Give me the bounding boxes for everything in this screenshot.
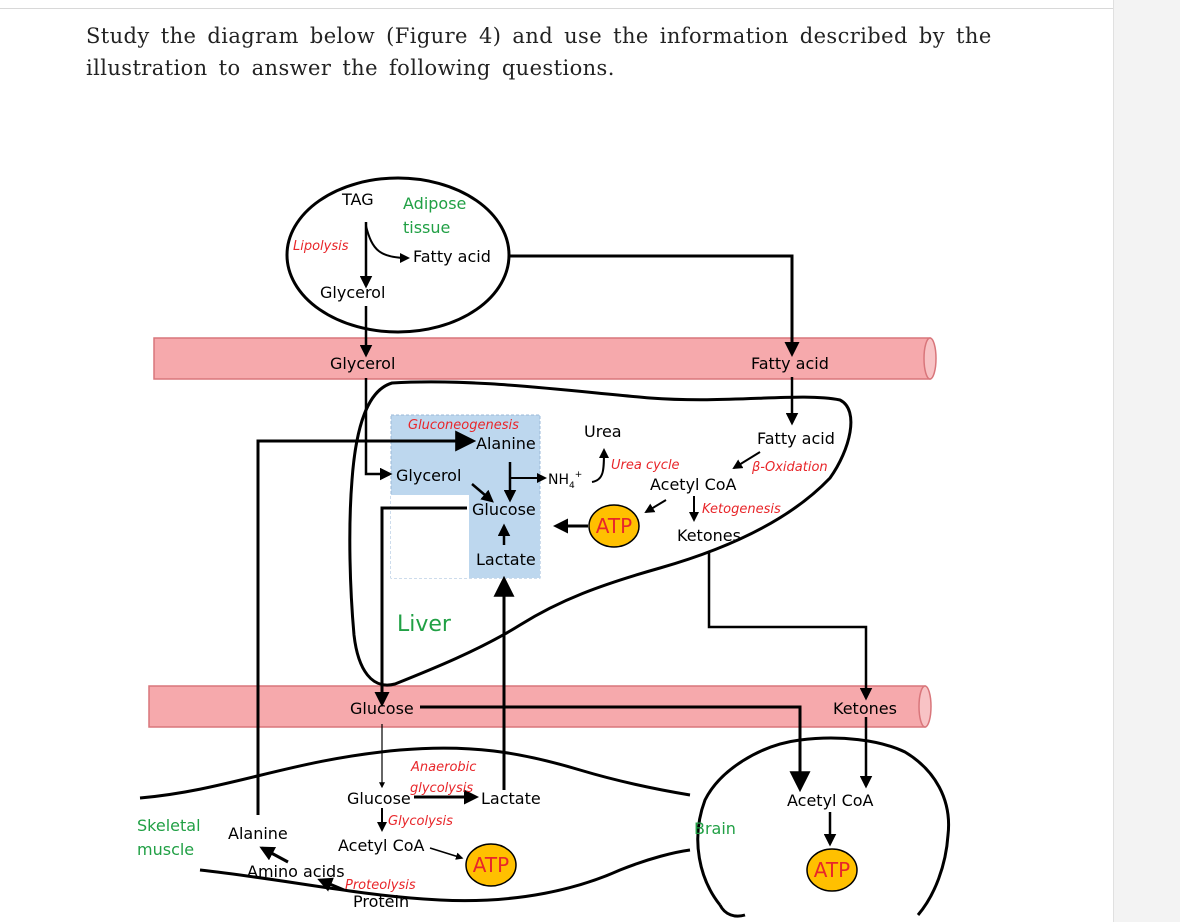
muscle-alanine-label: Alanine: [228, 824, 288, 843]
nh4-to-urea-arrow: [591, 448, 609, 483]
blood-glycerol-label: Glycerol: [330, 354, 395, 373]
liver-glucose-label: Glucose: [472, 500, 536, 519]
proteolysis-label: Proteolysis: [345, 878, 416, 893]
protein-to-amino-acids-arrow: [317, 877, 345, 892]
muscle-atp-circle: [465, 843, 517, 887]
liver-outline: [348, 380, 853, 687]
urea-cycle-label: Urea cycle: [611, 458, 680, 473]
adipose-tissue-label-1: Adipose: [403, 194, 466, 213]
page-top-rule: [0, 8, 1113, 9]
beta-oxidation-label: β-Oxidation: [751, 460, 828, 475]
adipose-glycerol-label: Glycerol: [320, 283, 385, 302]
metabolism-diagram: TAG Adipose tissue Lipolysis Fatty acid …: [137, 176, 951, 918]
alanine-route: [256, 430, 477, 815]
protein-label: Protein: [353, 892, 409, 911]
glucose-out-of-liver-route: [374, 506, 467, 707]
glycerol-into-liver-route: [364, 378, 393, 481]
liver-atp-circle: [588, 504, 640, 548]
brain-outline: [696, 736, 951, 918]
glycerol-to-glucose-arrow: [471, 483, 494, 503]
skeletal-muscle-label-2: muscle: [137, 840, 194, 859]
tag-label: TAG: [341, 190, 374, 209]
muscle-atp-label: ATP: [473, 853, 509, 877]
muscle-acetyl-coa-label: Acetyl CoA: [338, 836, 425, 855]
skeletal-muscle-outline: [139, 746, 691, 800]
brain-label: Brain: [694, 819, 736, 838]
muscle-acetyl-to-atp-arrow: [429, 847, 464, 860]
skeletal-muscle-label-1: Skeletal: [137, 816, 201, 835]
urea-label: Urea: [584, 422, 622, 441]
brain-acetyl-coa-label: Acetyl CoA: [787, 791, 874, 810]
liver-alanine-label: Alanine: [476, 434, 536, 453]
liver-ketones-label: Ketones: [677, 526, 741, 545]
adipose-tissue-label-2: tissue: [403, 218, 450, 237]
fatty-acid-route: [510, 254, 800, 357]
muscle-lactate-label: Lactate: [481, 789, 541, 808]
liver-label: Liver: [397, 612, 452, 637]
ketogenesis-label: Ketogenesis: [702, 502, 781, 517]
tag-to-fatty-acid-arrow: [365, 225, 410, 263]
liver-fatty-acid-label: Fatty acid: [757, 429, 835, 448]
muscle-glycolysis-label: Glycolysis: [388, 814, 453, 829]
liver-lactate-label: Lactate: [476, 550, 536, 569]
question-intro-text: Study the diagram below (Figure 4) and u…: [86, 24, 992, 80]
anaerobic-glycolysis-label: glycolysis: [410, 781, 473, 796]
liver-glycerol-label: Glycerol: [396, 466, 461, 485]
right-sidebar-panel: [1113, 0, 1180, 922]
liver-acetyl-coa-label: Acetyl CoA: [650, 475, 737, 494]
brain-atp-circle: [806, 848, 858, 892]
amino-acids-label: Amino acids: [247, 862, 345, 881]
gluconeogenesis-label: Gluconeogenesis: [408, 418, 519, 433]
brain-atp-label: ATP: [814, 858, 850, 882]
blood-ketones-label: Ketones: [833, 699, 897, 718]
ketones-route: [707, 552, 873, 701]
muscle-glucose-label: Glucose: [347, 789, 411, 808]
amino-acids-to-alanine-arrow: [259, 846, 289, 864]
skeletal-muscle-outline-bottom: [199, 848, 691, 903]
ammonium-label: NH4+: [548, 470, 582, 491]
blood-fatty-acid-label: Fatty acid: [751, 354, 829, 373]
glucose-to-brain-route: [420, 705, 811, 793]
adipose-fatty-acid-label: Fatty acid: [413, 247, 491, 266]
lipolysis-label: Lipolysis: [293, 239, 349, 254]
adipose-tissue-outline: [285, 176, 511, 334]
blood-glucose-label: Glucose: [350, 699, 414, 718]
anaerobic-label: Anaerobic: [410, 760, 476, 775]
liver-atp-label: ATP: [596, 514, 632, 538]
blood-vessel-top: [153, 337, 937, 380]
acetyl-to-atp-arrow: [644, 499, 667, 514]
beta-oxidation-arrow: [732, 451, 761, 470]
